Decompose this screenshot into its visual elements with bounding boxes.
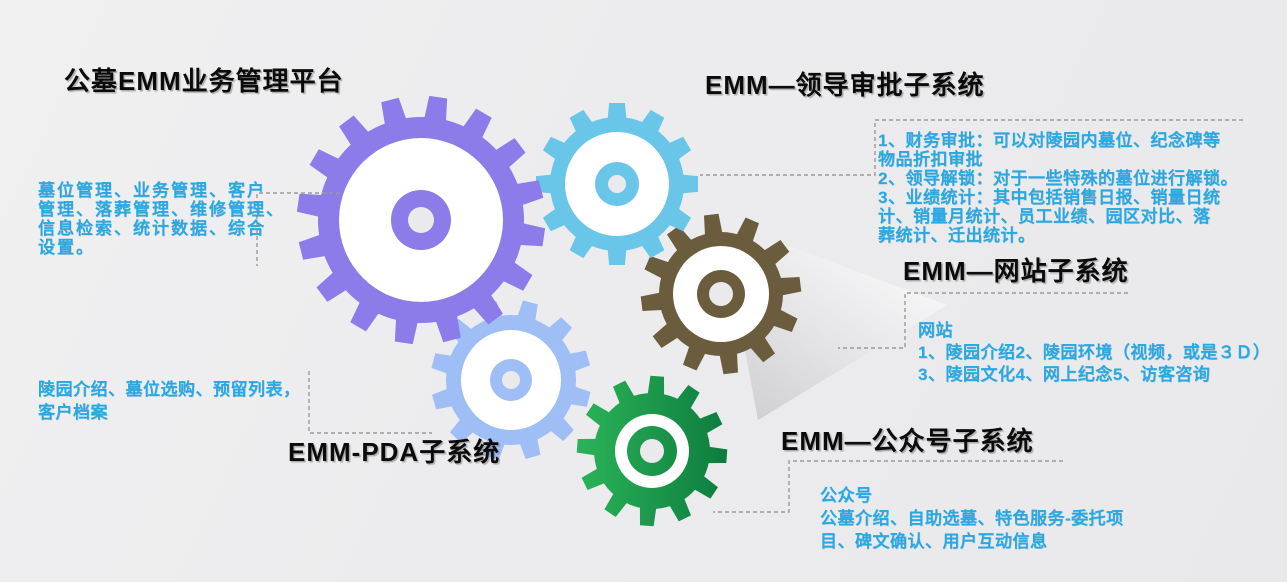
note-pda: 陵园介绍、墓位选购、预留列表， 客户档案 [38,380,301,422]
gear-pda [431,300,591,460]
note-wechat: 公众号 公墓介绍、自助选墓、特色服务-委托项 目、碑文确认、用户互动信息 [820,486,1124,551]
gears-layer [296,95,802,527]
gear-wechat [576,375,728,527]
heading-pda-subsystem: EMM-PDA子系统 [288,437,501,467]
callout-pda-note [308,371,432,434]
gear-website [640,213,802,375]
heading-leader-approval-subsystem: EMM—领导审批子系统 [705,70,985,100]
callout-website-note [838,292,1128,349]
callout-wechat-note [713,460,1063,513]
note-website: 网站 1、陵园介绍2、陵园环境（视频，或是３Ｄ） 3、陵园文化4、网上纪念5、访… [918,321,1271,384]
heading-website-subsystem: EMM—网站子系统 [903,256,1129,286]
heading-wechat-subsystem: EMM—公众号子系统 [781,426,1034,456]
note-leader-approval: 1、财务审批：可以对陵园内墓位、纪念碑等 物品折扣审批 2、领导解锁：对于一些特… [878,131,1238,245]
callout-approval-note [700,119,1243,176]
gear-leader-approval [536,103,698,265]
heading-platform: 公墓EMM业务管理平台 [64,66,344,96]
gear-platform [296,95,546,345]
note-platform: 墓位管理、业务管理、客户 管理、落葬管理、维修管理、 信息检索、统计数据、综合 … [38,181,285,257]
